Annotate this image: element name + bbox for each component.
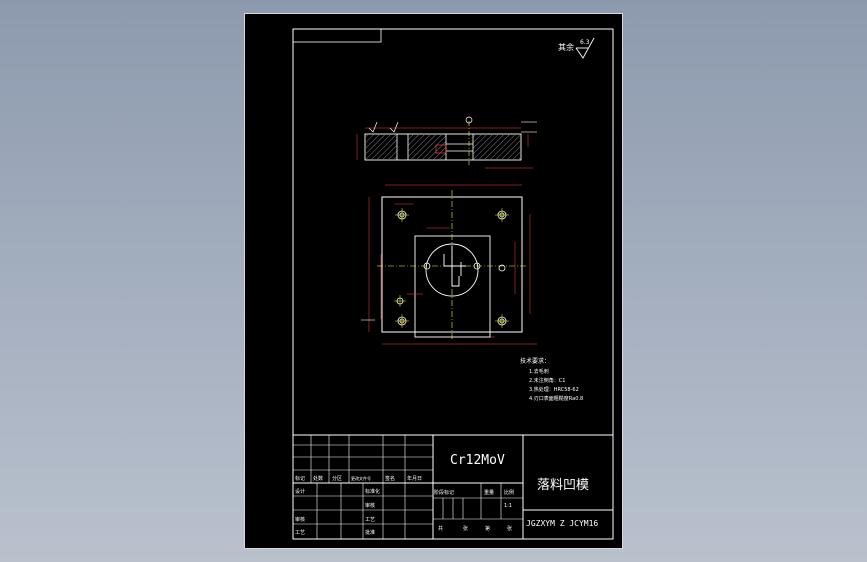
tb-count: 处数 [313, 475, 323, 482]
tb-approve: 批准 [365, 529, 375, 536]
tb-craft: 工艺 [295, 530, 305, 536]
part-name: 落料凹模 [537, 478, 589, 493]
scale-value: 1:1 [504, 503, 512, 509]
drawing-sheet: 其余 6.3 [244, 13, 623, 549]
tech-req-title: 技术要求： [520, 357, 550, 365]
tech-req-3: 3.热处理：HRC58-62 [529, 386, 579, 393]
technical-requirements: 技术要求： 1.去毛刺 2.未注倒角：C1 3.热处理：HRC58-62 4.刃… [520, 357, 583, 402]
corner-code-box [292, 28, 382, 43]
tb-marker: 标记 [295, 475, 305, 482]
tb-design: 设计 [295, 488, 305, 495]
tb-review-upper: 审核 [365, 502, 375, 509]
tb-standardize: 标准化 [365, 488, 380, 495]
tb-zone: 分区 [332, 475, 342, 482]
drawing-canvas: 其余 6.3 [292, 28, 614, 540]
tech-req-1: 1.去毛刺 [529, 368, 549, 375]
drawing-number: JGZXYM Z JCYM16 [526, 519, 598, 528]
roughness-symbol [575, 37, 595, 59]
tech-req-2: 2.未注倒角：C1 [529, 377, 565, 384]
tb-signature: 签名 [385, 475, 395, 482]
tb-review: 审核 [295, 516, 305, 523]
tb-sheet-no: 第 [485, 525, 490, 532]
section-view [356, 116, 537, 169]
tb-weight: 重量 [484, 489, 494, 496]
tb-change-doc: 更改文件号 [351, 475, 371, 481]
tb-stage-mark: 阶段标记 [434, 489, 454, 496]
surface-value: 6.3 [580, 39, 590, 46]
tech-req-4: 4.刃口表面粗糙度Ra0.8 [529, 395, 583, 402]
plan-view [361, 184, 537, 345]
surface-note: 其余 [558, 42, 574, 52]
tb-sheet: 张 [463, 525, 468, 532]
tb-craft-upper: 工艺 [365, 517, 375, 523]
title-block [292, 434, 614, 540]
material-label: Cr12MoV [450, 453, 505, 468]
tb-date: 年月日 [407, 475, 422, 482]
tb-sheet-unit: 张 [507, 525, 512, 532]
tb-sheets-total: 共 [438, 525, 443, 532]
tb-ratio: 比例 [504, 489, 514, 496]
